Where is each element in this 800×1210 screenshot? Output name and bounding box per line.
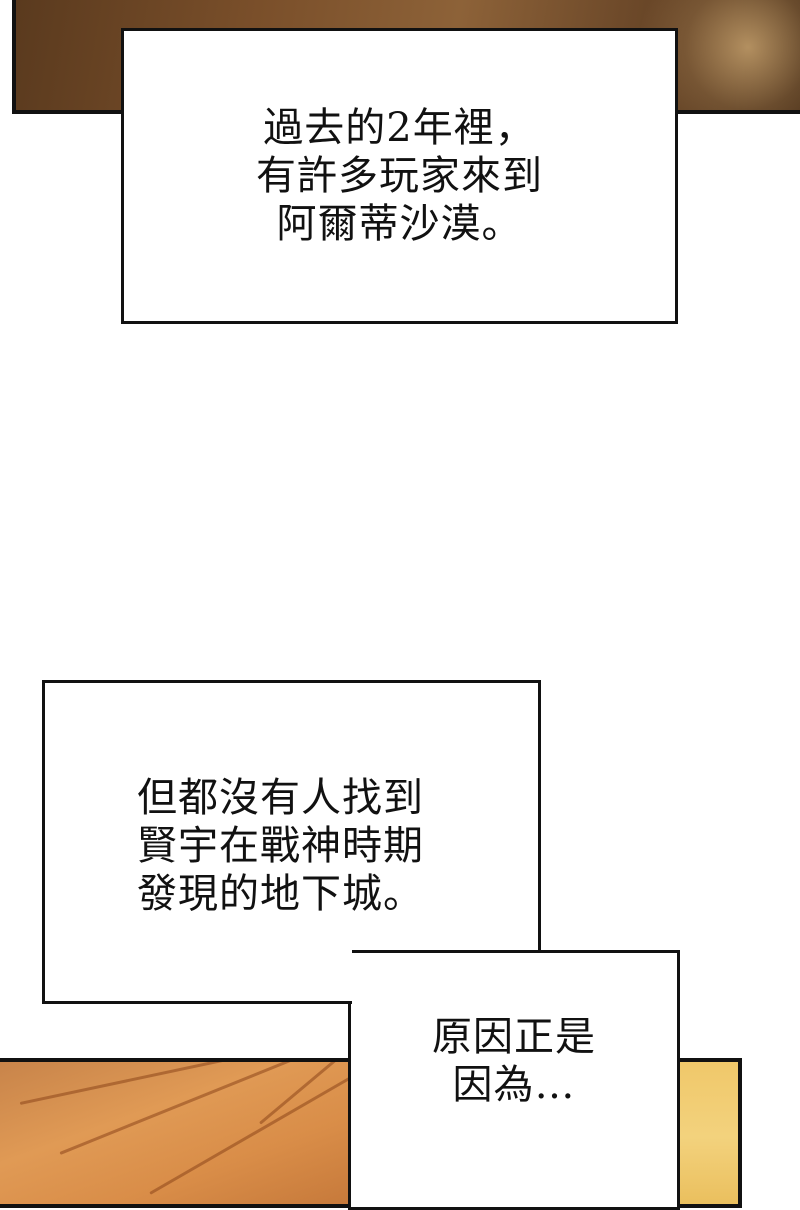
hair-strand — [59, 1062, 302, 1155]
caption-line: 但都沒有人找到 — [137, 775, 424, 821]
caption-line: 賢宇在戰神時期 — [137, 823, 424, 869]
caption-line: 阿爾蒂沙漠。 — [276, 201, 523, 247]
caption-join — [42, 950, 352, 1004]
caption-line: 有許多玩家來到 — [256, 153, 543, 199]
hair-strand — [19, 1062, 236, 1105]
narration-caption-3: 原因正是 因為… — [348, 950, 680, 1210]
narration-caption-1: 過去的2年裡， 有許多玩家來到 阿爾蒂沙漠。 — [121, 28, 678, 324]
caption-line: 發現的地下城。 — [137, 871, 424, 917]
hair-strand — [149, 1072, 359, 1195]
caption-line: 因為… — [452, 1062, 576, 1108]
caption-line: 原因正是 — [432, 1014, 596, 1060]
caption-line: 過去的2年裡， — [263, 105, 536, 151]
